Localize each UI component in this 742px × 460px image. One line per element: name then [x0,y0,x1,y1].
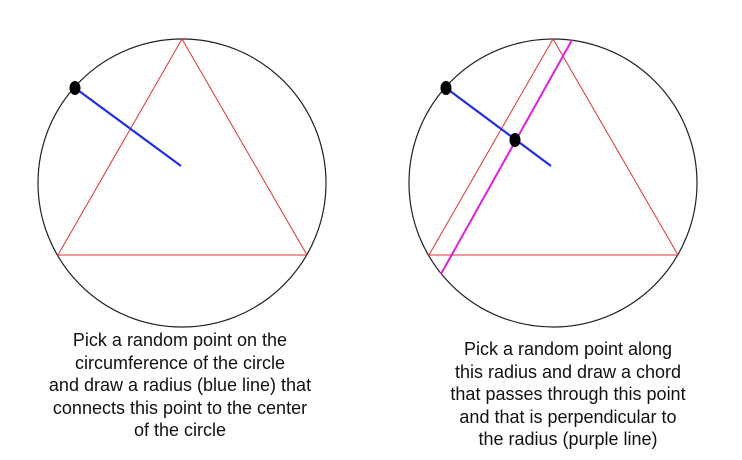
right-chord-purple-line [440,39,573,275]
left-diagram [37,37,327,328]
right-diagram [408,37,698,328]
right-circle [408,38,698,328]
right-caption-line: that passes through this point [450,384,686,404]
right-caption-line: this radius and draw a chord [454,361,682,382]
right-inscribed-triangle [428,37,679,256]
right-circumference-point [440,81,452,95]
right-caption-line: and that is perpendicular to [459,406,677,427]
left-caption-line: circumference of the circle [74,352,286,373]
left-caption: Pick a random point on the circumference… [30,329,330,442]
right-caption: Pick a random point along this radius an… [418,338,718,451]
left-radius-blue-line [74,87,182,167]
left-caption-line: of the circle [133,420,227,440]
left-inscribed-triangle [57,37,308,256]
right-caption-line: the radius (purple line) [478,429,658,449]
left-caption-line: connects this point to the center [52,397,308,418]
right-radius-point [509,133,521,147]
left-circle [37,38,327,328]
left-caption-line: and draw a radius (blue line) that [48,375,312,395]
left-circumference-point [69,81,81,95]
right-radius-blue-line [445,87,552,167]
right-caption-line: Pick a random point along [463,339,673,359]
left-caption-line: Pick a random point on the [72,330,288,350]
